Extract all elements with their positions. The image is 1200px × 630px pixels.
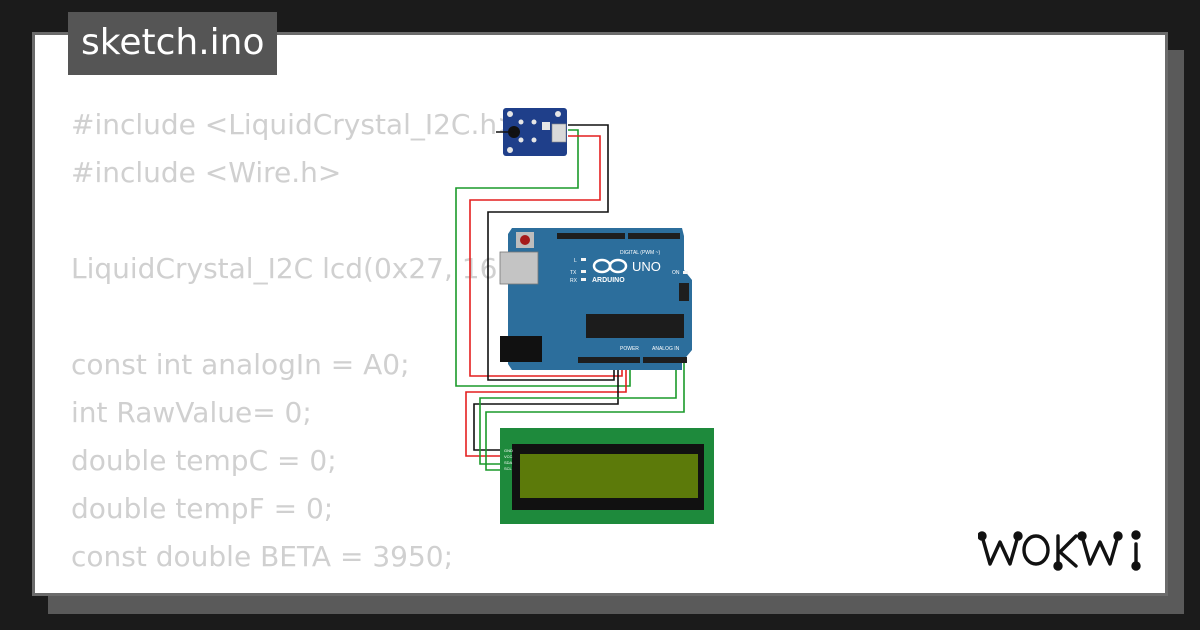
temperature-sensor[interactable] bbox=[496, 108, 567, 156]
code-line: double tempF = 0; bbox=[71, 492, 334, 525]
power-jack-icon bbox=[500, 336, 542, 362]
wire-green-lcd-sda bbox=[479, 362, 677, 465]
lcd-screen bbox=[520, 454, 698, 498]
code-line: int RawValue= 0; bbox=[71, 396, 312, 429]
wire-red-sensor bbox=[469, 135, 623, 377]
analog-label: ANALOG IN bbox=[652, 346, 680, 352]
file-title: sketch.ino bbox=[68, 12, 278, 75]
code-line: const int analogIn = A0; bbox=[71, 348, 410, 381]
code-line: double tempC = 0; bbox=[71, 444, 337, 477]
wire-green-sensor bbox=[455, 129, 631, 387]
lcd-pin-label: GND bbox=[504, 448, 513, 453]
wokwi-logo bbox=[978, 530, 1141, 571]
power-label: POWER bbox=[620, 346, 639, 352]
code-line: #include <LiquidCrystal_I2C.h> bbox=[71, 108, 521, 141]
code-preview: #include <LiquidCrystal_I2C.h> #include … bbox=[71, 101, 553, 581]
led-l-label: L bbox=[574, 258, 577, 264]
board-maker: ARDUINO bbox=[592, 277, 625, 284]
lcd-pin-label: VCC bbox=[504, 454, 513, 459]
arduino-uno-board[interactable]: UNO ARDUINO DIGITAL (PWM ~) POWER ANALOG… bbox=[499, 228, 692, 370]
wire-black-sensor bbox=[487, 124, 615, 381]
usb-port-icon bbox=[499, 251, 539, 285]
microcontroller-chip-icon bbox=[586, 314, 684, 338]
board-name: UNO bbox=[632, 259, 661, 274]
code-line: #include <Wire.h> bbox=[71, 156, 342, 189]
code-line: const double BETA = 3950; bbox=[71, 540, 454, 573]
led-rx-label: RX bbox=[570, 278, 578, 284]
lcd-display[interactable]: GND VCC SDA SCL bbox=[500, 428, 714, 524]
wire-green-lcd-scl bbox=[485, 362, 685, 471]
arduino-logo-icon bbox=[592, 258, 628, 274]
digital-label: DIGITAL (PWM ~) bbox=[620, 250, 660, 256]
lcd-pin-label: SCL bbox=[504, 466, 513, 471]
led-tx-label: TX bbox=[570, 270, 577, 276]
led-on-label: ON bbox=[672, 270, 680, 276]
lcd-pin-label: SDA bbox=[504, 460, 513, 465]
